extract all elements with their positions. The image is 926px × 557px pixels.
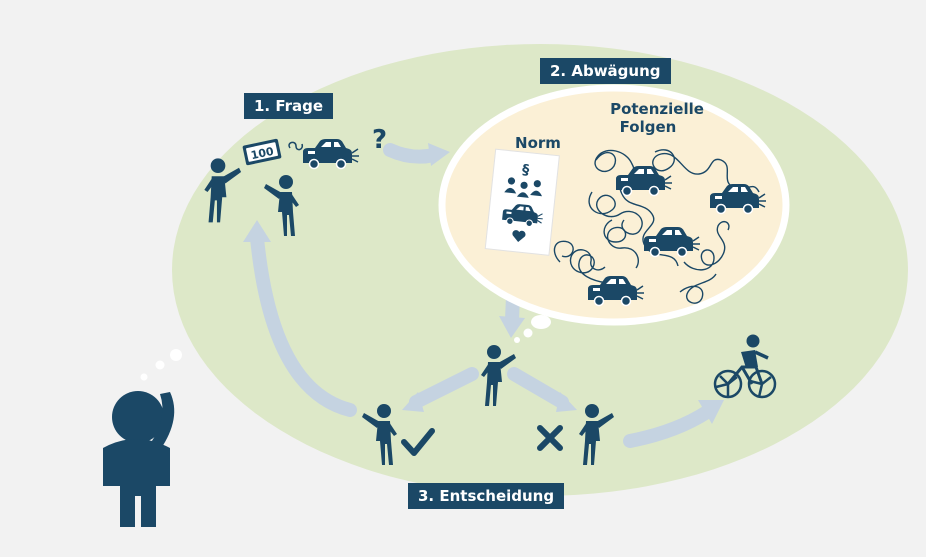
norm-document: § (484, 148, 560, 256)
thinking-person-icon (103, 391, 175, 527)
stage-label-frage: 1. Frage (244, 93, 334, 119)
cross-icon (537, 425, 563, 451)
banknote-icon (242, 138, 282, 166)
stage-label-abwaegung: 2. Abwägung (540, 58, 671, 84)
norm-symbol: § (521, 162, 530, 179)
bicycle-rider-icon (713, 334, 777, 399)
people-group-icon (504, 177, 543, 198)
consideration-balloon (438, 84, 790, 326)
thought-bubbles (140, 315, 551, 381)
check-icon (401, 428, 435, 456)
flow-arrowheads (243, 143, 724, 424)
question-mark-icon: ? (372, 125, 387, 155)
consequences-label-line1: Potenzielle (610, 100, 704, 118)
heart-icon (512, 230, 526, 243)
speed-lines-icon (288, 141, 304, 151)
consequences-label-line2: Folgen (620, 118, 677, 136)
norm-label: Norm (515, 134, 561, 152)
banknote-value: 100 (250, 145, 276, 163)
stage-label-entscheidung: 3. Entscheidung (408, 483, 565, 509)
consequence-paths (553, 149, 760, 304)
